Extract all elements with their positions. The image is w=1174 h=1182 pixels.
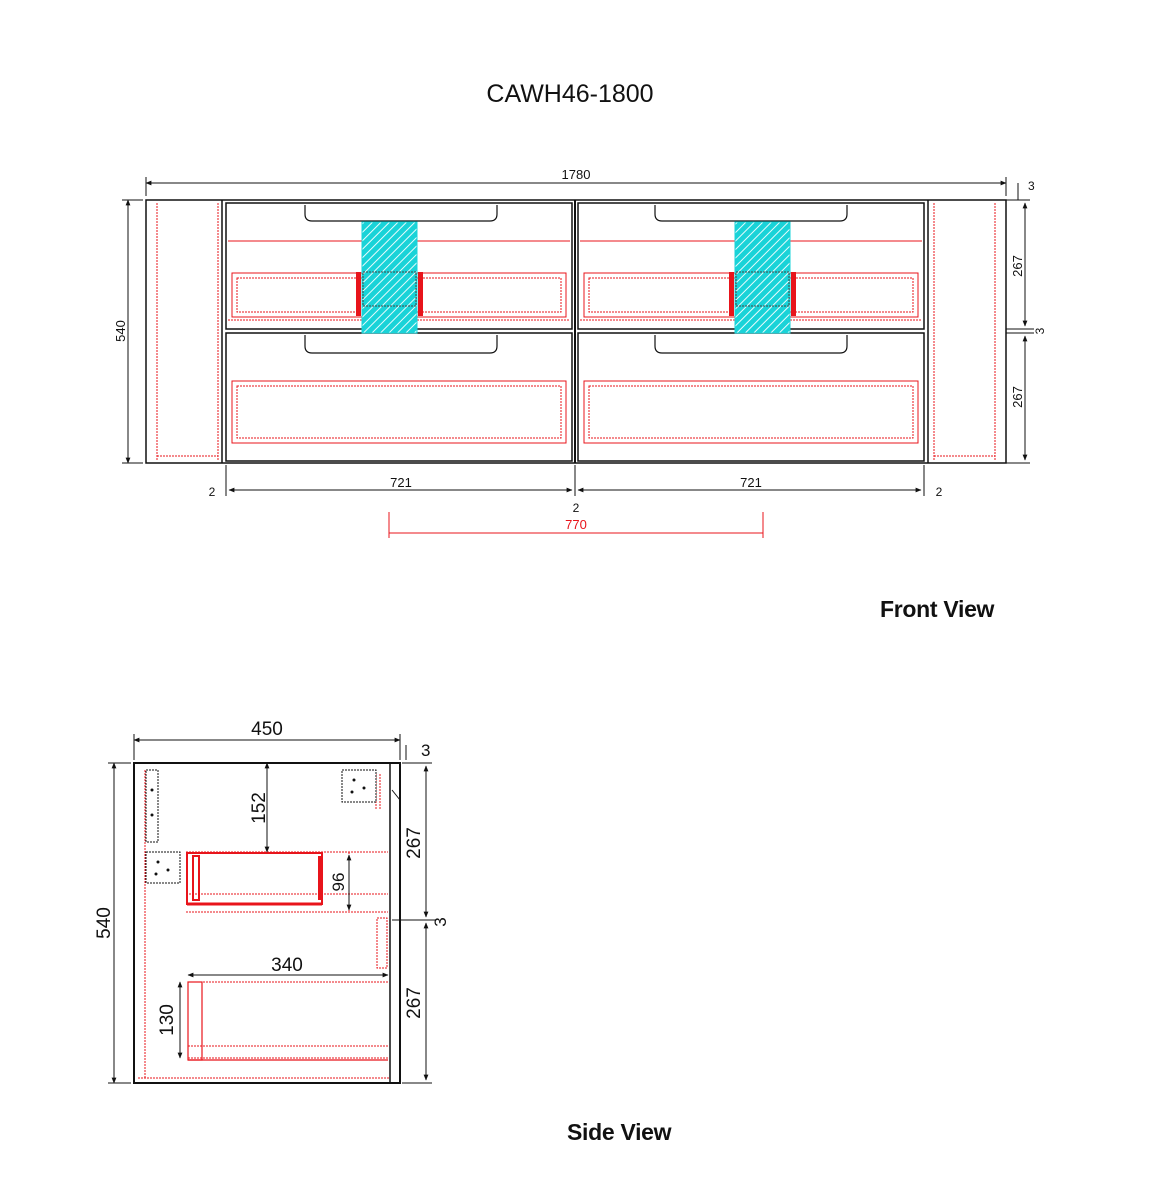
waste-fitting-left (356, 221, 423, 334)
front-drawer-bottom-height-label: 267 (1010, 386, 1025, 408)
side-inner-drawer-height-label: 96 (329, 873, 348, 892)
front-width-dimension (145, 177, 1007, 196)
drawing-title: CAWH46-1800 (486, 80, 654, 108)
front-right-gap-label: 2 (936, 485, 943, 499)
side-upper-drawer (186, 852, 323, 906)
side-inner-dimensions (177, 762, 389, 1059)
side-bracket-holes (150, 778, 366, 876)
side-view: 450 3 540 267 3 267 152 96 34 (94, 719, 450, 1084)
side-drawer-bottom-height-label: 267 (404, 987, 425, 1019)
side-depth-label: 450 (251, 719, 283, 740)
side-height-dimension (108, 762, 131, 1084)
front-handles (304, 205, 848, 354)
front-drawer-top-height-label: 267 (1010, 255, 1025, 277)
front-center-gap-label: 2 (573, 501, 580, 515)
front-right-dimensions (1006, 183, 1034, 464)
side-top-gap-label: 3 (421, 741, 430, 760)
side-hidden-lines (138, 770, 390, 1079)
front-drawers (221, 200, 929, 463)
front-view-label: Front View (880, 596, 995, 622)
front-mid-gap-label: 3 (1033, 327, 1047, 334)
front-drawer-right-width-label: 721 (740, 475, 762, 490)
front-view: 1780 540 3 267 3 267 2 (113, 167, 1047, 538)
basin-spacing-label: 770 (565, 517, 587, 532)
front-bottom-dimensions (225, 465, 925, 496)
side-view-label: Side View (567, 1119, 672, 1145)
drawer-bottom-left (225, 332, 573, 462)
side-brackets (145, 769, 377, 884)
side-lower-drawer (187, 981, 388, 1061)
basin-spacing-dimension (388, 512, 764, 538)
front-drawer-left-width-label: 721 (390, 475, 412, 490)
front-height-label: 540 (113, 320, 128, 342)
side-mid-gap-label: 3 (431, 917, 450, 926)
side-bottom-drawer-depth-label: 340 (271, 955, 303, 976)
front-left-panel (156, 203, 219, 460)
front-height-dimension (122, 199, 143, 464)
front-top-gap-label: 3 (1028, 179, 1035, 193)
side-drawer-top-height-label: 267 (404, 827, 425, 859)
waste-fitting-right (729, 221, 796, 334)
side-top-clearance-label: 152 (249, 792, 270, 824)
front-right-panel (933, 203, 996, 460)
side-depth-dimension (133, 734, 407, 760)
side-right-dimensions (391, 762, 436, 1084)
front-width-label: 1780 (562, 167, 591, 182)
drawer-bottom-right (577, 332, 925, 462)
front-left-gap-label: 2 (209, 485, 216, 499)
side-height-label: 540 (94, 907, 115, 939)
side-bottom-drawer-height-label: 130 (157, 1004, 178, 1036)
